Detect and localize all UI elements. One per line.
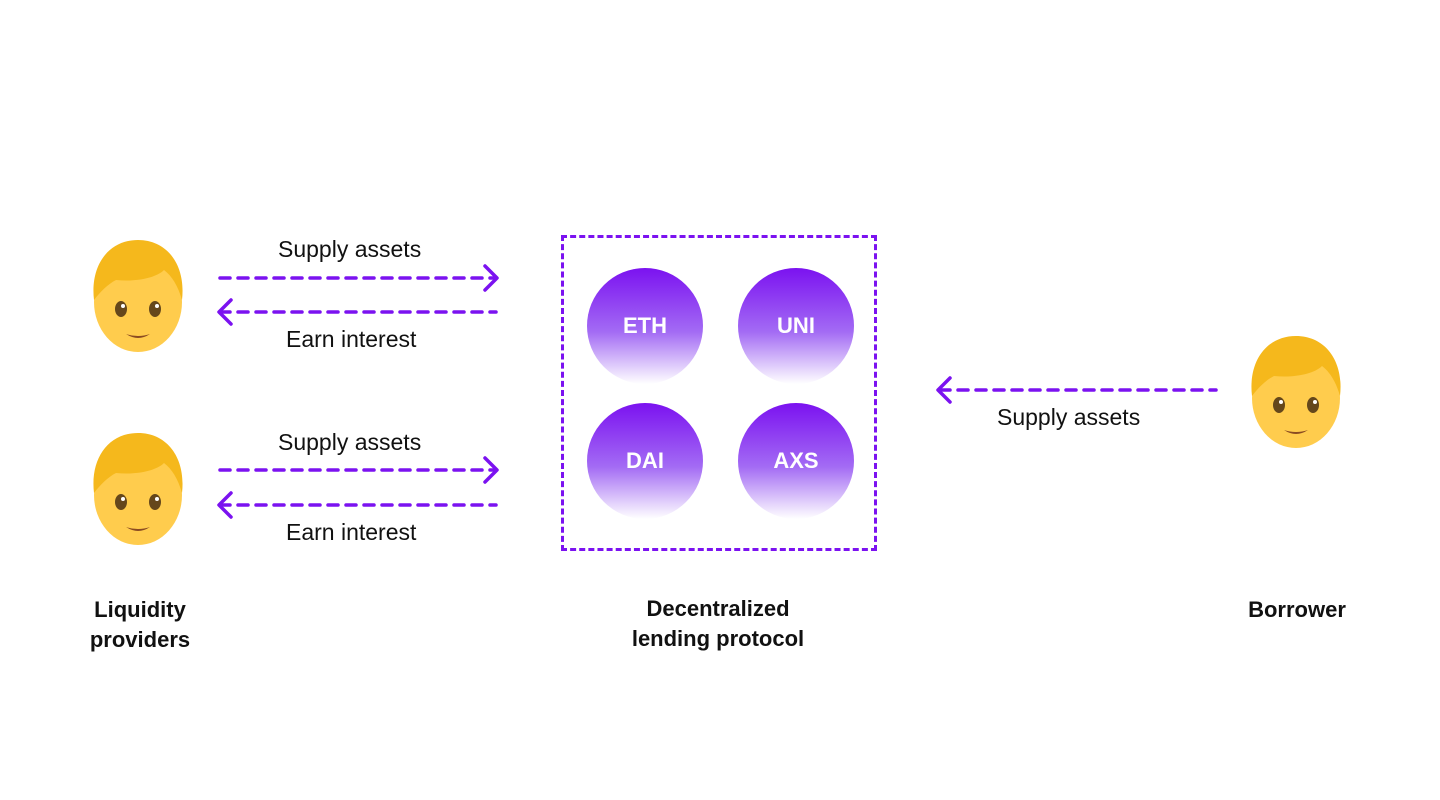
supply-label-2: Supply assets (278, 429, 422, 455)
protocol-box (561, 235, 877, 551)
token-dai: DAI (587, 403, 703, 519)
person-emoji-icon (1251, 336, 1341, 448)
borrower-title: Borrower (1248, 597, 1346, 622)
token-axs: AXS (738, 403, 854, 519)
earn-label-1: Earn interest (286, 326, 417, 352)
person-emoji-icon (93, 240, 183, 352)
token-uni: UNI (738, 268, 854, 384)
supply-arrow-1-head (483, 264, 499, 292)
protocol-title: Decentralized lending protocol (631, 596, 805, 651)
earn-arrow-1-head (217, 298, 233, 326)
supply-arrow-2-head (483, 456, 499, 484)
earn-label-2: Earn interest (286, 519, 417, 545)
providers-title: Liquidity providers (89, 597, 191, 652)
token-eth: ETH (587, 268, 703, 384)
borrower-arrow-head (936, 376, 952, 404)
person-emoji-icon (93, 433, 183, 545)
supply-label-1: Supply assets (278, 236, 422, 262)
earn-arrow-2-head (217, 491, 233, 519)
borrower-supply-label: Supply assets (997, 404, 1141, 430)
